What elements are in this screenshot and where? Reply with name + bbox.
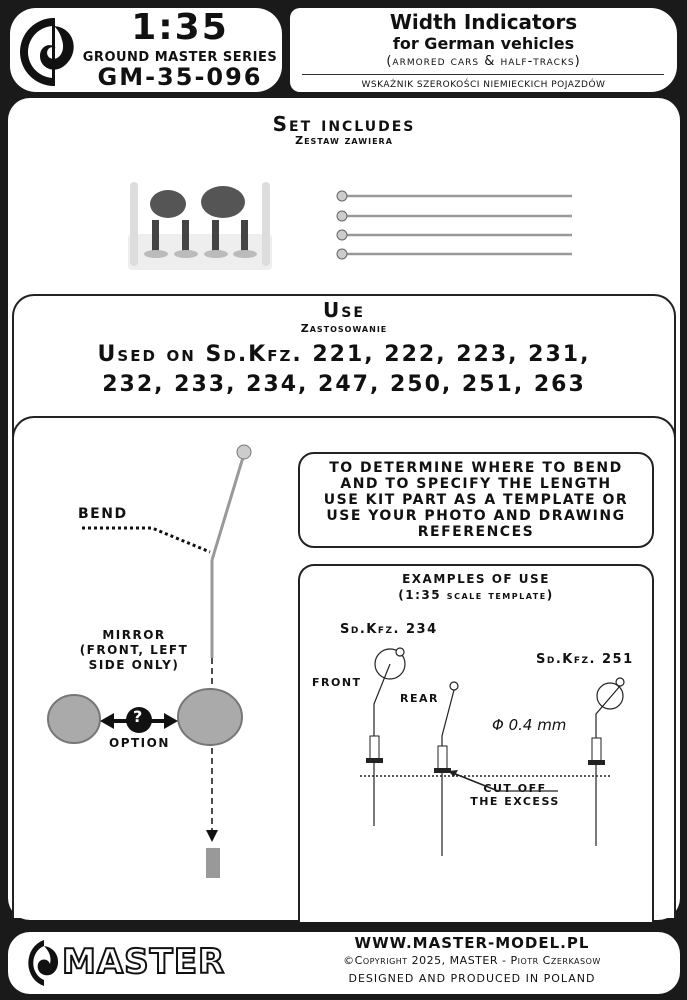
master-brand: MASTER (61, 941, 226, 983)
header-divider (302, 74, 664, 75)
master-logo-icon (20, 18, 74, 86)
vehicles-line-2: 232, 233, 234, 247, 250, 251, 263 (102, 372, 586, 397)
website-link[interactable]: WWW.MASTER-MODEL.PL (354, 934, 590, 952)
front-label: FRONT (312, 676, 362, 689)
examples-box: EXAMPLES OF USE (1:35 scale template) Sd… (298, 564, 654, 922)
instructions-section: BEND MIRROR (FRONT, LEFT SIDE ONLY) ? OP… (12, 416, 676, 922)
examples-diagram (360, 647, 625, 856)
series-label: GROUND MASTER SERIES (82, 50, 278, 65)
product-title: Width Indicators (389, 10, 578, 34)
set-includes-subtitle: Zestaw zawiera (295, 134, 393, 147)
footer-panel: MASTER WWW.MASTER-MODEL.PL ©Copyright 20… (8, 932, 680, 994)
product-code: GM-35-096 (97, 63, 263, 91)
question-icon: ? (133, 707, 143, 726)
bend-diagram (47, 444, 252, 878)
master-logo-small-icon (28, 940, 59, 986)
product-subtitle: for German vehicles (392, 34, 575, 53)
examples-subtitle: (1:35 scale template) (398, 588, 554, 602)
rear-label: REAR (400, 692, 439, 705)
mirror-label: MIRROR (FRONT, LEFT SIDE ONLY) (79, 628, 189, 672)
polish-title: WSKAŹNIK SZEROKOŚCI NIEMIECKICH POJAZDÓW (361, 80, 606, 90)
note-box: TO DETERMINE WHERE TO BEND AND TO SPECIF… (298, 452, 654, 548)
copyright-text: ©Copyright 2025, MASTER - Piotr Czerkaso… (343, 954, 601, 967)
cut-off-label: CUT OFF THE EXCESS (470, 782, 560, 808)
brass-rods-icon (336, 190, 572, 260)
use-subtitle: Zastosowanie (300, 322, 388, 335)
vehicle-234-label: Sd.Kfz. 234 (340, 622, 438, 637)
instructions-sheet: Set includes Zestaw zawiera Use Zastosow… (8, 98, 680, 922)
scale-label: 1:35 (131, 7, 229, 48)
use-title: Use (323, 298, 365, 322)
bend-label: BEND (78, 506, 128, 522)
vehicle-251-label: Sd.Kfz. 251 (536, 652, 634, 667)
diameter-label: Φ 0.4 mm (492, 716, 567, 734)
header-title-panel: Width Indicators for German vehicles (ar… (290, 8, 677, 92)
vehicles-line-1: Used on Sd.Kfz. 221, 222, 223, 231, (97, 342, 591, 367)
set-includes-title: Set includes (272, 112, 416, 136)
option-label: OPTION (109, 736, 170, 750)
product-subtitle-2: (armored cars & half-tracks) (386, 54, 581, 69)
examples-title: EXAMPLES OF USE (402, 572, 550, 586)
resin-parts-sprue-icon (128, 182, 272, 270)
header-series-panel: 1:35 GROUND MASTER SERIES GM-35-096 (10, 8, 282, 92)
made-in-text: DESIGNED AND PRODUCED IN POLAND (348, 972, 596, 985)
